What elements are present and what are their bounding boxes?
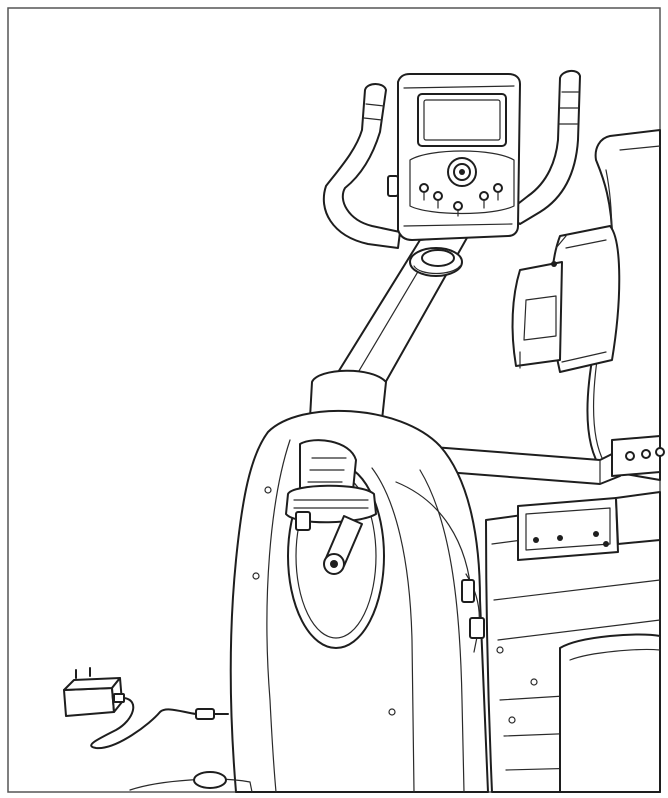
console-buttons: [419, 157, 503, 217]
console-screen: [417, 93, 507, 147]
seat-backrest: [511, 129, 661, 481]
base-foot: [129, 778, 253, 793]
left-handlebar: [322, 83, 401, 249]
dc-plug: [195, 708, 229, 720]
mast-knob: [409, 247, 463, 277]
console: [387, 73, 521, 241]
crank-arm: [323, 515, 363, 575]
seat-rail: [485, 491, 661, 793]
pedal: [285, 484, 377, 531]
power-adapter: [63, 667, 125, 717]
power-cord: [90, 697, 197, 750]
right-handlebar: [504, 70, 581, 225]
